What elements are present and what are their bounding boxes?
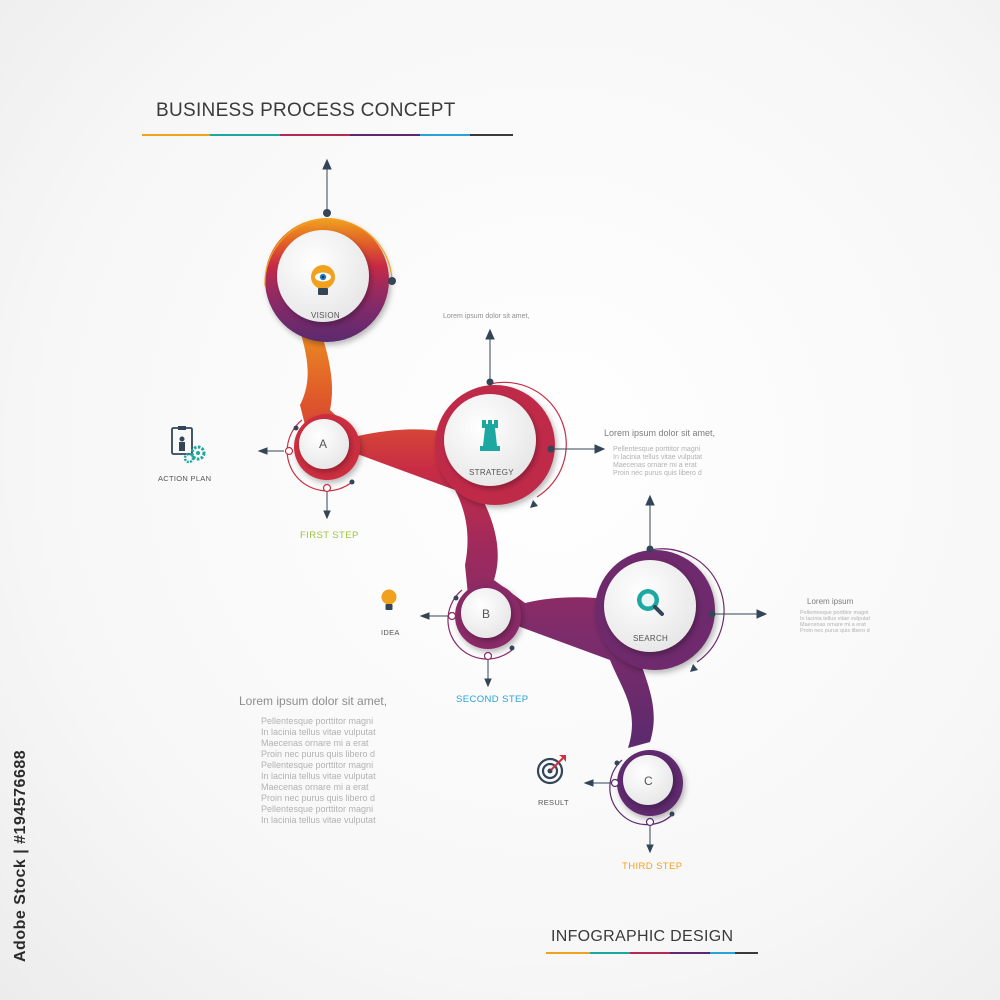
strategy-label: STRATEGY: [469, 468, 514, 477]
idea-label: IDEA: [381, 628, 400, 637]
page-title: BUSINESS PROCESS CONCEPT: [156, 100, 456, 121]
action-plan-label: ACTION PLAN: [158, 474, 212, 483]
strategy-line: Maecenas ornare mi a erat: [613, 462, 697, 469]
main-line: Proin nec purus quis libero d: [261, 793, 376, 803]
strategy-heading: Lorem ipsum dolor sit amet,: [604, 428, 716, 438]
main-line: Pellentesque porttitor magni: [261, 804, 374, 814]
vision-caption: Lorem ipsum dolor sit amet,: [443, 313, 530, 320]
a-orbit-arc: [286, 419, 353, 492]
main-line: Maecenas ornare mi a erat: [261, 782, 369, 792]
vision-label: VISION: [311, 311, 340, 320]
search-heading: Lorem ipsum: [807, 597, 854, 606]
main-line: Pellentesque porttitor magni: [261, 760, 374, 770]
first-step-label: FIRST STEP: [300, 530, 359, 541]
b-orbit-arc: [447, 589, 513, 660]
search-line: Proin nec purus quis libero d: [800, 628, 870, 634]
lightbulb-icon: [381, 589, 397, 610]
c-orbit-arc: [609, 759, 673, 826]
flow-connector: [290, 298, 654, 748]
result-label: RESULT: [538, 798, 569, 807]
main-line: In lacinia tellus vitae vulputat: [261, 815, 376, 825]
main-line: Pellentesque porttitor magni: [261, 716, 374, 726]
third-step-label: THIRD STEP: [622, 861, 683, 872]
magnifier-icon: [637, 589, 664, 616]
chess-rook-icon: [480, 420, 500, 451]
main-line: Proin nec purus quis libero d: [261, 749, 376, 759]
second-step-label: SECOND STEP: [456, 694, 529, 705]
search-line: In lacinia tellus vitae vulputat: [800, 616, 871, 622]
main-line: In lacinia tellus vitae vulputat: [261, 771, 376, 781]
a-disc[interactable]: [299, 419, 349, 469]
footer-title: INFOGRAPHIC DESIGN: [551, 928, 734, 945]
search-line: Pellentesque porttitor magni: [800, 610, 869, 616]
stock-watermark: Adobe Stock | #194576688: [12, 749, 29, 962]
c-label: C: [644, 774, 653, 788]
orbit-arrowheads: [530, 500, 698, 672]
orbit-dots: [293, 209, 716, 817]
c-disc[interactable]: [623, 755, 673, 805]
a-label: A: [319, 437, 328, 451]
b-disc[interactable]: [461, 588, 511, 638]
action-plan-gears-icon: [171, 426, 206, 464]
orbit-open-dots: [284, 446, 655, 827]
main-heading: Lorem ipsum dolor sit amet,: [239, 694, 388, 708]
search-line: Maecenas ornare mi a erat: [800, 622, 866, 628]
target-icon: [536, 755, 566, 785]
vision-orbit-arc: [264, 218, 393, 287]
b-label: B: [482, 607, 491, 621]
pointer-lines: [257, 158, 768, 854]
strategy-line: Proin nec purus quis libero d: [613, 470, 702, 477]
search-orbit-arc: [649, 548, 725, 663]
lightbulb-eye-icon: [311, 265, 335, 295]
strategy-orbit-arc: [489, 381, 567, 498]
main-line: Maecenas ornare mi a erat: [261, 738, 369, 748]
strategy-line: Pellentesque porttitor magni: [613, 446, 701, 453]
strategy-line: In lacinia tellus vitae vulputat: [613, 454, 703, 461]
main-line: In lacinia tellus vitae vulputat: [261, 727, 376, 737]
search-label: SEARCH: [633, 634, 669, 643]
